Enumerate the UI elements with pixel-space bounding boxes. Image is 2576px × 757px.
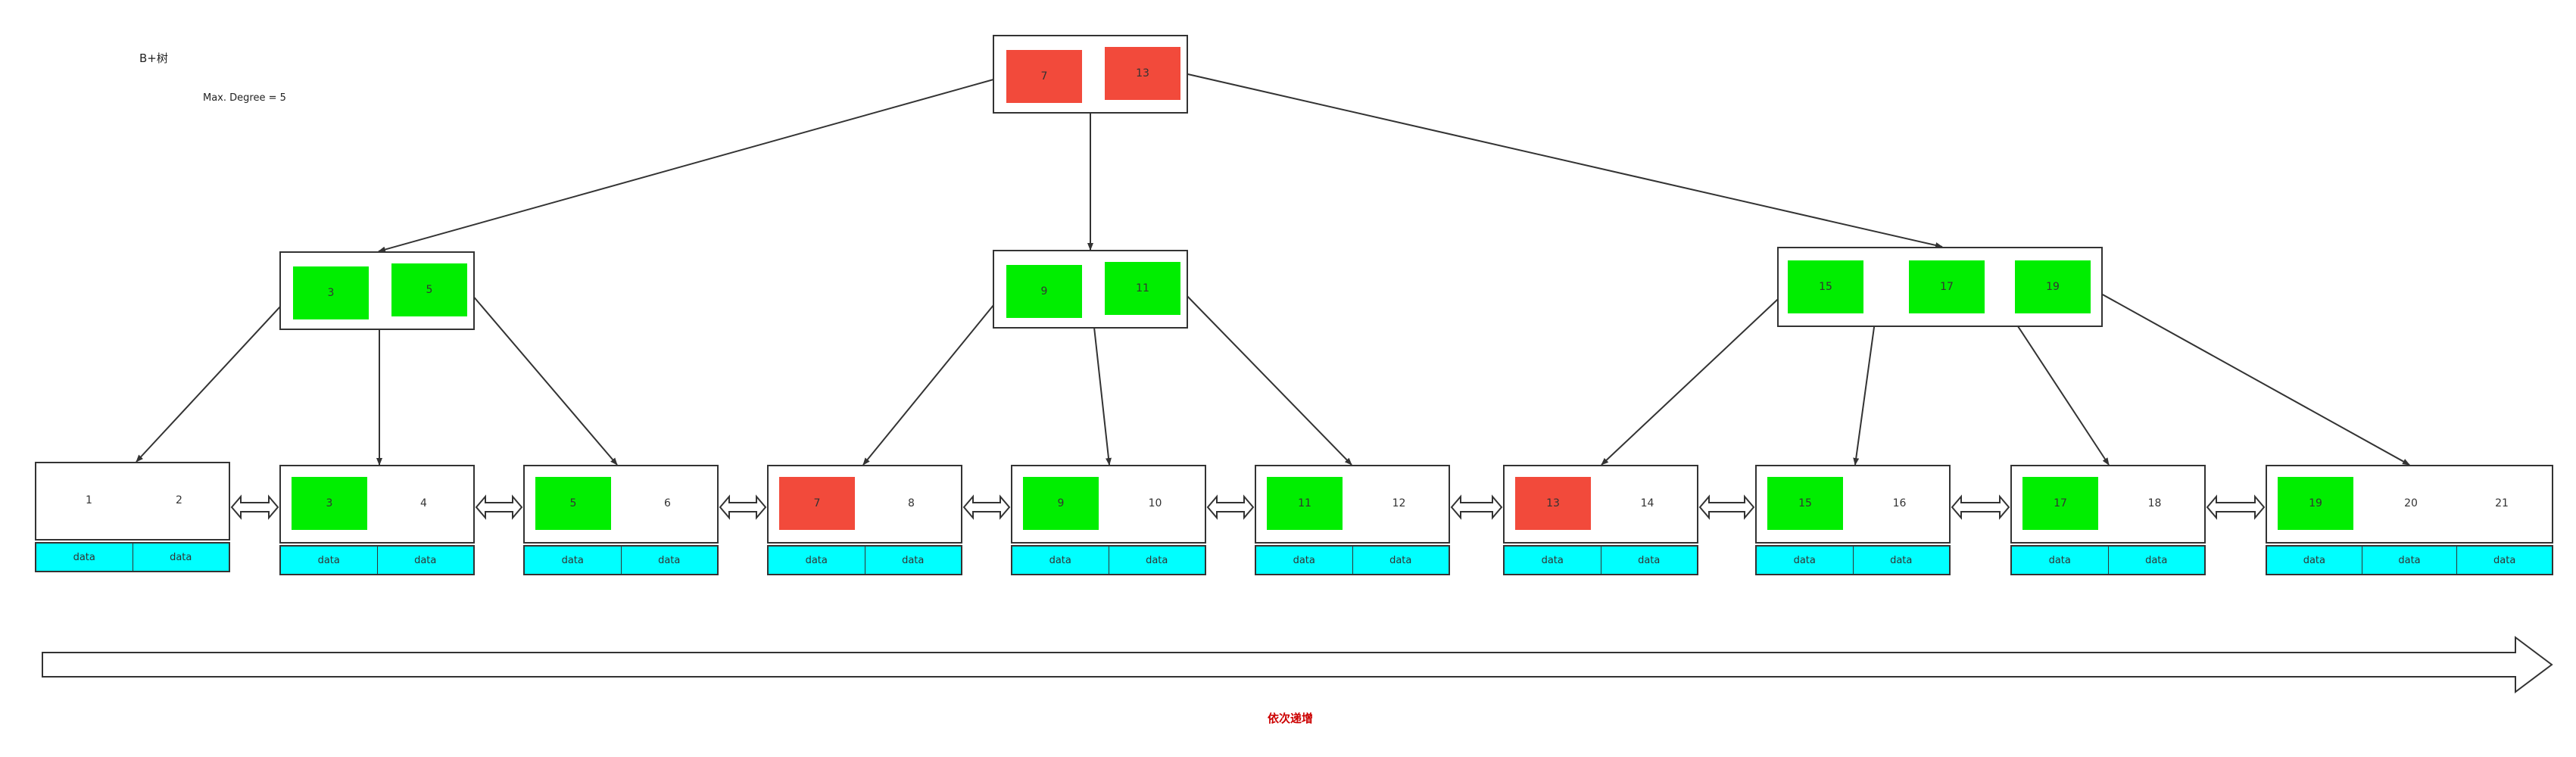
tree-edge <box>378 75 1008 253</box>
leaf-links <box>230 494 2266 520</box>
tree-edge <box>136 294 292 463</box>
leaf-link-arrow <box>1206 494 1255 520</box>
leaf-link-arrow <box>230 494 279 520</box>
leaf-link-arrow <box>1450 494 1503 520</box>
tree-edge <box>1180 288 1352 466</box>
tree-edge <box>862 291 1005 466</box>
tree-edge <box>2000 299 2110 466</box>
leaf-link-arrow <box>719 494 767 520</box>
leaf-link-arrow <box>1698 494 1755 520</box>
diagram-title: B+树 <box>139 51 168 65</box>
tree-edge <box>1090 299 1112 466</box>
leaf-link-arrow <box>2206 494 2266 520</box>
tree-edge <box>2092 288 2410 466</box>
max-degree-label: Max. Degree = 5 <box>203 92 286 104</box>
tree-edge <box>1601 288 1789 466</box>
tree-edge <box>1853 299 1879 466</box>
leaf-link-arrow <box>1951 494 2010 520</box>
tree-edges <box>136 72 2410 466</box>
tree-edge <box>1180 72 1943 248</box>
tree-edge <box>466 288 618 466</box>
increasing-order-label: 依次递增 <box>1268 712 1314 725</box>
increasing-order-arrow <box>42 636 2553 693</box>
leaf-link-arrow <box>475 494 523 520</box>
leaf-link-arrow <box>962 494 1011 520</box>
